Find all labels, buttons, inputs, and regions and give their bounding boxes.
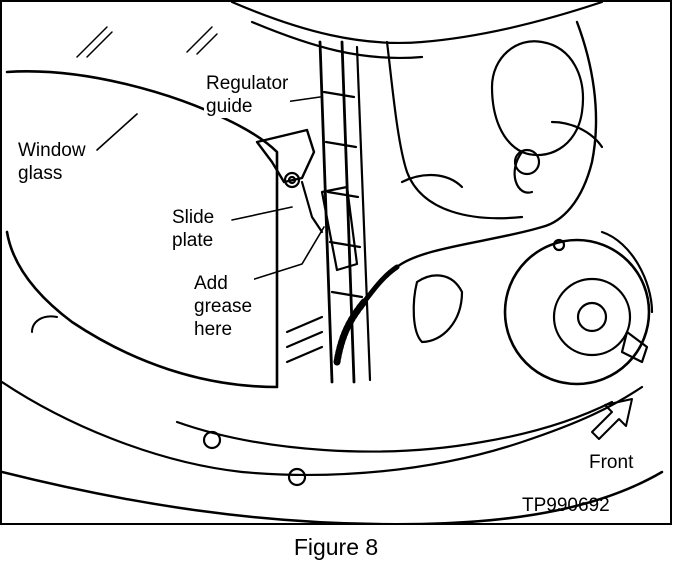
speaker-outer [503, 238, 651, 386]
add-grease-line-3: here [194, 319, 233, 340]
add-grease-line-1: Add [194, 273, 228, 294]
slide-plate-label: Slide plate [170, 206, 217, 252]
slide-plate-leader [231, 206, 293, 221]
front-arrow [591, 398, 633, 440]
door-outer-contour [2, 470, 664, 523]
illustration-frame: Regulator guide Window glass Slide plate… [0, 0, 672, 525]
door-inner-lower-edge [2, 380, 644, 477]
window-glass-label: Window glass [16, 139, 88, 185]
slide-plate-bracket [255, 128, 316, 184]
regulator-guide-label: Regulator guide [204, 72, 291, 118]
door-panel-drawing [2, 2, 664, 523]
window-glass-line-2: glass [18, 163, 63, 184]
window-glass-leader [96, 113, 138, 151]
add-grease-line-2: grease [194, 296, 253, 317]
front-label: Front [587, 451, 636, 474]
add-grease-leader [241, 226, 325, 284]
bolt [283, 171, 301, 189]
upper-sill [230, 2, 604, 45]
window-glass-line-1: Window [18, 140, 86, 161]
figure-caption: Figure 8 [293, 534, 379, 560]
slide-plate-line-1: Slide [172, 207, 215, 228]
window-glass-edge [5, 70, 279, 389]
door-bottom-flange [175, 400, 614, 453]
speaker-cone [552, 277, 632, 357]
regulator-guide-line-2: guide [206, 96, 253, 117]
speaker-bolt [552, 238, 566, 252]
wire-harness [395, 20, 598, 269]
add-grease-label: Add grease here [192, 272, 255, 341]
slide-plate-line-2: plate [172, 230, 214, 251]
figure-code: TP990692 [522, 495, 610, 516]
regulator-guide-line-1: Regulator [206, 73, 289, 94]
